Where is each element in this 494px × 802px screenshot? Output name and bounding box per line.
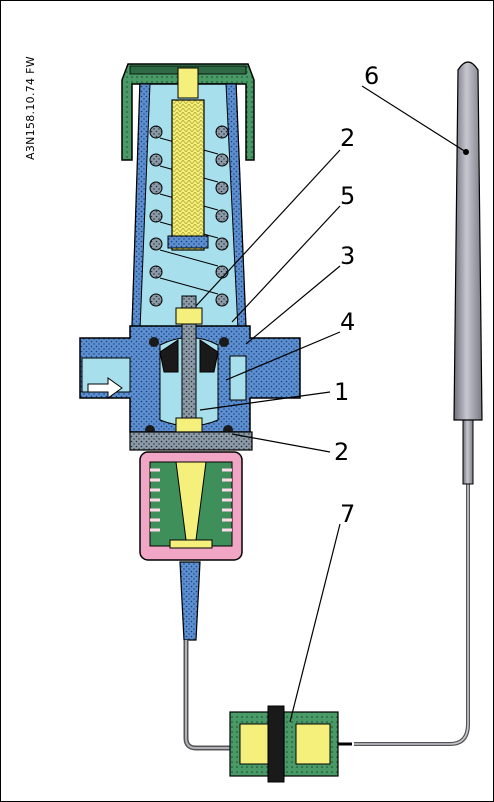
leader-lines — [195, 85, 467, 723]
label-part-5: 5 — [340, 182, 355, 210]
sensor-bulb — [354, 61, 483, 746]
lower-flange — [129, 431, 253, 451]
label-part-6: 6 — [364, 62, 379, 90]
capillary-tube — [179, 561, 232, 751]
label-part-7: 7 — [340, 500, 355, 528]
label-part-4: 4 — [340, 308, 355, 336]
adjusting-screw — [167, 67, 209, 251]
label-part-2-top: 2 — [340, 124, 355, 152]
label-part-3: 3 — [340, 242, 355, 270]
label-part-1: 1 — [334, 378, 349, 406]
label-part-2-bottom: 2 — [334, 438, 349, 466]
spring — [149, 125, 229, 307]
valve-stem — [145, 295, 233, 447]
part-labels: 6 2 5 3 4 1 2 7 — [334, 62, 379, 528]
bellows — [139, 451, 243, 561]
fitting — [229, 705, 352, 783]
